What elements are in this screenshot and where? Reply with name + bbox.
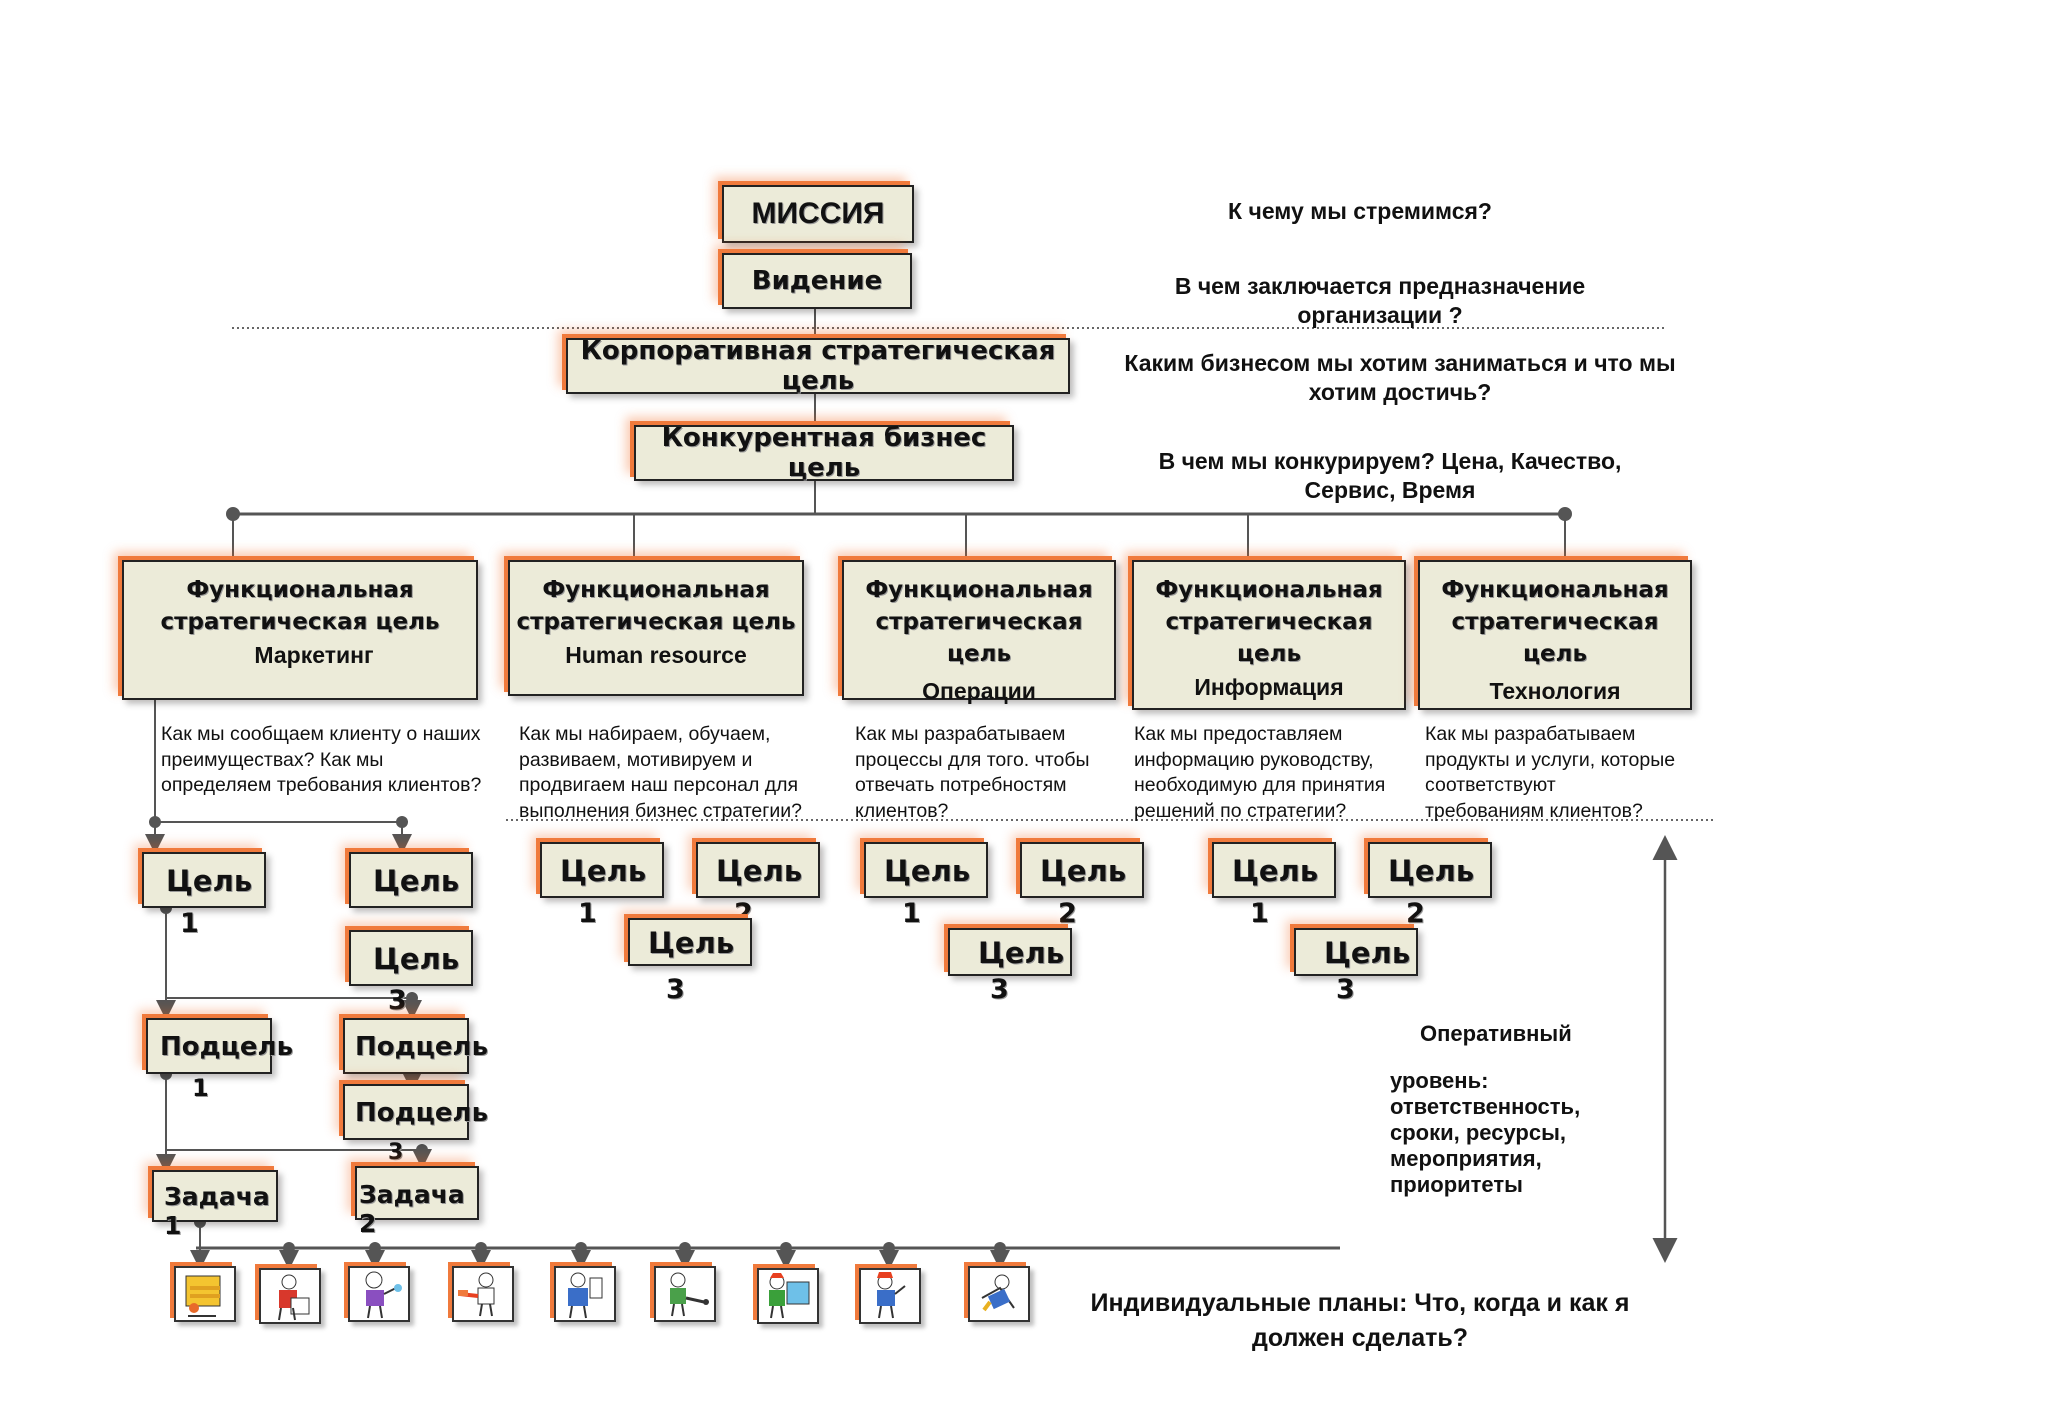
question-compete: В чем мы конкурируем? Цена, Качество, Се… [1158, 448, 1622, 503]
person-icon [859, 1268, 921, 1324]
goal-box: Цель [696, 842, 820, 898]
subgoal-number: 1 [192, 1074, 209, 1102]
mission-box: МИССИЯ [722, 185, 914, 243]
goal-box: Цель [349, 930, 473, 986]
description-operations: Как мы разрабатываем процессы для того. … [855, 723, 1090, 822]
corporate-goal-label: Корпоративная стратегическая цель [580, 336, 1056, 396]
goal-box: Цель [628, 918, 752, 966]
operational-level-title: Оперативный [1420, 1021, 1572, 1046]
goal-box: Цель [349, 852, 473, 908]
functional-area-name: Технология [1489, 678, 1621, 704]
person-icon [757, 1268, 819, 1324]
vision-box: Видение [722, 253, 912, 309]
goal-box: Цель [1368, 842, 1492, 898]
description-marketing: Как мы сообщаем клиенту о наших преимуще… [161, 723, 482, 796]
goal-box: Цель [1212, 842, 1336, 898]
question-purpose: В чем заключается предназначение организ… [1174, 273, 1586, 328]
goal-number: 3 [666, 974, 685, 1005]
corporate-goal-box: Корпоративная стратегическая цель [566, 336, 1070, 396]
goal-number: 1 [902, 898, 921, 929]
goal-number: 2 [1406, 898, 1425, 929]
goal-box: Цель [1294, 928, 1418, 976]
functional-box-marketing: Функциональная стратегическая цель Марке… [122, 560, 478, 700]
individual-plans-text: Индивидуальные планы: Что, когда и как я… [1090, 1289, 1630, 1352]
subgoal-box: Подцель [146, 1018, 293, 1074]
person-icon [968, 1266, 1030, 1322]
task-box: Задача 1 [152, 1170, 278, 1240]
goal-number: 3 [1336, 974, 1355, 1005]
person-icon [554, 1266, 616, 1322]
person-icon [654, 1266, 716, 1322]
goal-number: 2 [1058, 898, 1077, 929]
functional-box-technology: Функциональная стратегическая цель Техно… [1418, 560, 1692, 710]
goal-box: Цель [142, 852, 266, 908]
competitive-goal-box: Конкурентная бизнес цель [634, 423, 1014, 483]
icon-connectors [190, 1242, 1010, 1270]
functional-area-name: Операции [922, 678, 1036, 704]
description-information: Как мы предоставляем информацию руководс… [1134, 723, 1386, 822]
person-icon [259, 1268, 321, 1324]
goal-number: 3 [388, 985, 407, 1016]
goal-number: 1 [578, 898, 597, 929]
question-business: Каким бизнесом мы хотим заниматься и что… [1124, 350, 1676, 405]
goal-box: Цель [1020, 842, 1144, 898]
goal-number: 1 [180, 908, 199, 939]
goal-number: 1 [1250, 898, 1269, 929]
functional-box-operations: Функциональная стратегическая цель Опера… [842, 560, 1116, 704]
description-technology: Как мы разрабатываем продукты и услуги, … [1425, 723, 1676, 822]
goal-box: Цель [864, 842, 988, 898]
subgoal-box: Подцель [343, 1018, 488, 1074]
functional-box-information: Функциональная стратегическая цель Инфор… [1132, 560, 1406, 710]
goal-box: Цель [948, 928, 1072, 976]
functional-area-name: Информация [1194, 674, 1344, 700]
task-box: Задача 2 [355, 1166, 479, 1238]
subgoal-box: Подцель [343, 1084, 488, 1140]
goal-box: Цель [540, 842, 664, 898]
subgoal-number: 3 [388, 1140, 404, 1165]
person-icon [348, 1266, 410, 1322]
mission-label: МИССИЯ [751, 197, 885, 230]
vision-label: Видение [751, 266, 883, 296]
functional-area-name: Маркетинг [254, 642, 374, 668]
person-icon [174, 1266, 236, 1322]
goal-number: 3 [990, 974, 1009, 1005]
operational-level-list: уровень: ответственность, сроки, ресурсы… [1390, 1068, 1581, 1197]
question-aspire: К чему мы стремимся? [1228, 198, 1492, 224]
functional-box-hr: Функциональная стратегическая цель Human… [508, 560, 804, 696]
person-icon [452, 1266, 514, 1322]
description-hr: Как мы набираем, обучаем, развиваем, мот… [519, 723, 803, 822]
competitive-goal-label: Конкурентная бизнес цель [661, 423, 987, 483]
functional-area-name: Human resource [565, 642, 747, 668]
